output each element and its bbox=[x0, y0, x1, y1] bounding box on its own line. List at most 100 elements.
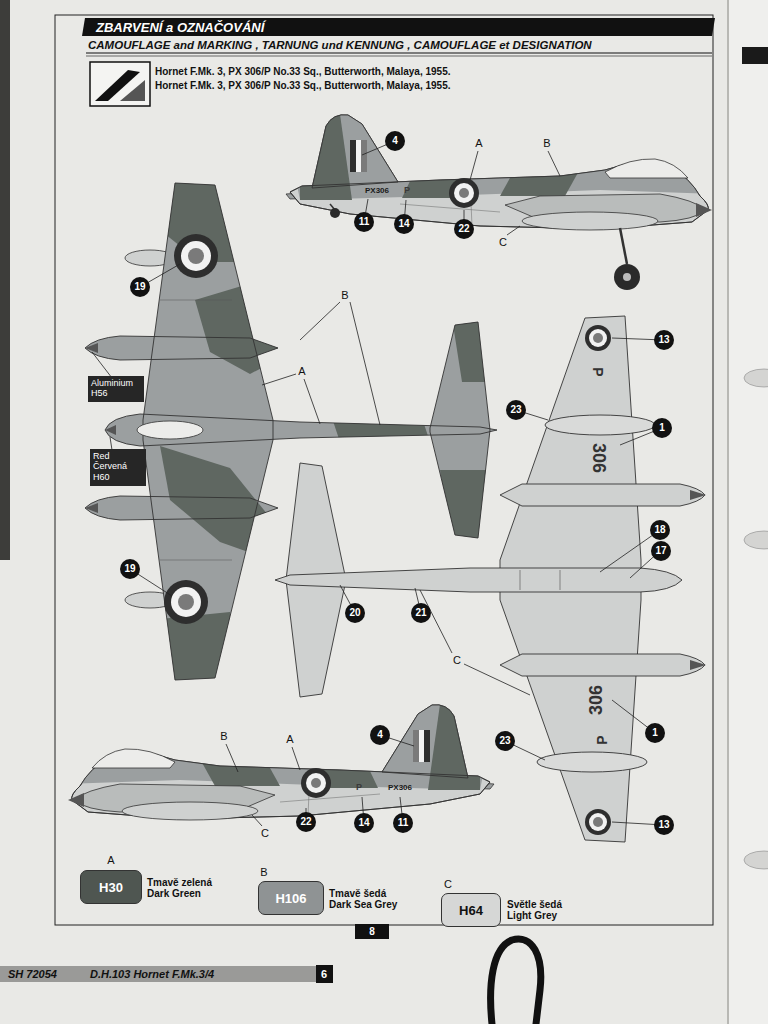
top-view-aircraft bbox=[430, 322, 490, 538]
legend-text: Tmavě zelená Dark Green bbox=[147, 877, 229, 899]
underside-view-aircraft bbox=[690, 490, 706, 500]
page-frame bbox=[82, 18, 715, 36]
label-text: B bbox=[220, 730, 227, 742]
leader-line bbox=[300, 302, 340, 340]
side-view-aircraft bbox=[614, 264, 640, 290]
callout-text: 20 bbox=[349, 608, 360, 618]
label-text: A bbox=[286, 733, 293, 745]
callout-text: 4 bbox=[377, 730, 383, 740]
leader-line bbox=[92, 352, 112, 378]
underside-view-aircraft bbox=[500, 484, 705, 506]
callout-text: 11 bbox=[398, 818, 409, 828]
underside-view-aircraft bbox=[690, 660, 706, 670]
callout-number: 4 bbox=[370, 725, 390, 745]
side-view-aircraft bbox=[623, 273, 631, 281]
side-view-aircraft bbox=[620, 228, 627, 264]
callout-text: 13 bbox=[658, 820, 669, 830]
page-frame bbox=[55, 15, 713, 925]
callout-number: 11 bbox=[393, 813, 413, 833]
leader-line bbox=[548, 151, 560, 176]
page-frame bbox=[316, 965, 333, 983]
underside-view-aircraft bbox=[593, 817, 603, 827]
callout-number: 19 bbox=[130, 277, 150, 297]
elastic-band bbox=[491, 939, 541, 1024]
label-text: P bbox=[356, 782, 362, 792]
top-view-aircraft bbox=[452, 318, 495, 382]
label-text: D.H.103 Hornet F.Mk.3/4 bbox=[90, 968, 214, 980]
leader-line bbox=[262, 374, 296, 385]
callout-number: 23 bbox=[506, 400, 526, 420]
callout-text: 13 bbox=[658, 335, 669, 345]
underside-view-aircraft bbox=[593, 333, 603, 343]
leader-line bbox=[92, 141, 664, 826]
callout-number: 19 bbox=[120, 559, 140, 579]
page-frame bbox=[355, 924, 389, 939]
label-text: SH 72054 bbox=[8, 968, 57, 980]
leader-line bbox=[304, 379, 320, 424]
callout-number: 17 bbox=[651, 541, 671, 561]
callout-text: 14 bbox=[358, 818, 369, 828]
top-view-aircraft bbox=[171, 587, 201, 617]
color-label-text: Aluminium H56 bbox=[91, 378, 139, 399]
callout-number: 22 bbox=[296, 812, 316, 832]
label-text: 306 bbox=[586, 685, 607, 715]
callout-text: 14 bbox=[398, 219, 409, 229]
side-view-aircraft bbox=[280, 100, 720, 290]
callout-text: 23 bbox=[499, 736, 510, 746]
callout-text: 22 bbox=[458, 224, 469, 234]
top-view-aircraft bbox=[188, 248, 204, 264]
page-ground bbox=[744, 531, 768, 549]
callout-number: 1 bbox=[645, 723, 665, 743]
page-ground bbox=[744, 851, 768, 869]
label-text: CAMOUFLAGE and MARKING , TARNUNG und KEN… bbox=[88, 39, 592, 51]
callout-text: 17 bbox=[655, 546, 666, 556]
top-view-aircraft bbox=[85, 496, 278, 520]
leader-line bbox=[292, 747, 300, 770]
color-label-text: Red Červená H60 bbox=[93, 451, 141, 482]
page-title: ZBARVENÍ a OZNAČOVÁNÍ bbox=[96, 20, 264, 35]
callout-number: 14 bbox=[354, 813, 374, 833]
underside-view-aircraft bbox=[275, 568, 682, 592]
page-ground bbox=[727, 0, 729, 1024]
callout-number: 23 bbox=[495, 731, 515, 751]
top-view-aircraft bbox=[164, 580, 208, 624]
top-view-aircraft bbox=[181, 241, 211, 271]
label-text: B bbox=[260, 866, 267, 878]
callout-number: 4 bbox=[385, 131, 405, 151]
label-text: H106 bbox=[275, 891, 306, 906]
page-ground bbox=[0, 0, 10, 560]
callout-text: 21 bbox=[415, 608, 426, 618]
callout-number: 13 bbox=[654, 815, 674, 835]
legend-text: Tmavě šedá Dark Sea Grey bbox=[329, 888, 411, 910]
top-view-aircraft bbox=[330, 412, 432, 448]
page-frame bbox=[90, 62, 150, 106]
callout-number: 13 bbox=[654, 330, 674, 350]
leader-line bbox=[350, 302, 380, 425]
label-text: A bbox=[298, 365, 305, 377]
callout-text: 1 bbox=[659, 423, 665, 433]
top-view-aircraft bbox=[160, 300, 232, 301]
top-view-aircraft bbox=[174, 234, 218, 278]
label-text: 8 bbox=[369, 926, 375, 937]
page-frame bbox=[86, 56, 712, 57]
callout-text: 23 bbox=[510, 405, 521, 415]
underside-view-aircraft bbox=[275, 316, 706, 842]
top-view-aircraft bbox=[85, 343, 98, 353]
callout-number: 20 bbox=[345, 603, 365, 623]
label-text: H30 bbox=[99, 880, 123, 895]
page-ground bbox=[742, 47, 768, 64]
side-view-aircraft-mirrored bbox=[60, 690, 500, 820]
label-text: A bbox=[107, 854, 114, 866]
top-view-aircraft bbox=[85, 336, 278, 360]
underside-view-aircraft bbox=[520, 570, 521, 590]
side-view-aircraft bbox=[330, 208, 340, 218]
label-text: C bbox=[444, 878, 452, 890]
page-frame bbox=[0, 966, 332, 982]
page-ground bbox=[728, 0, 768, 1024]
callout-number: 21 bbox=[411, 603, 431, 623]
underside-view-aircraft bbox=[585, 325, 611, 351]
underside-view-aircraft bbox=[589, 813, 607, 831]
top-view-aircraft bbox=[137, 421, 203, 439]
